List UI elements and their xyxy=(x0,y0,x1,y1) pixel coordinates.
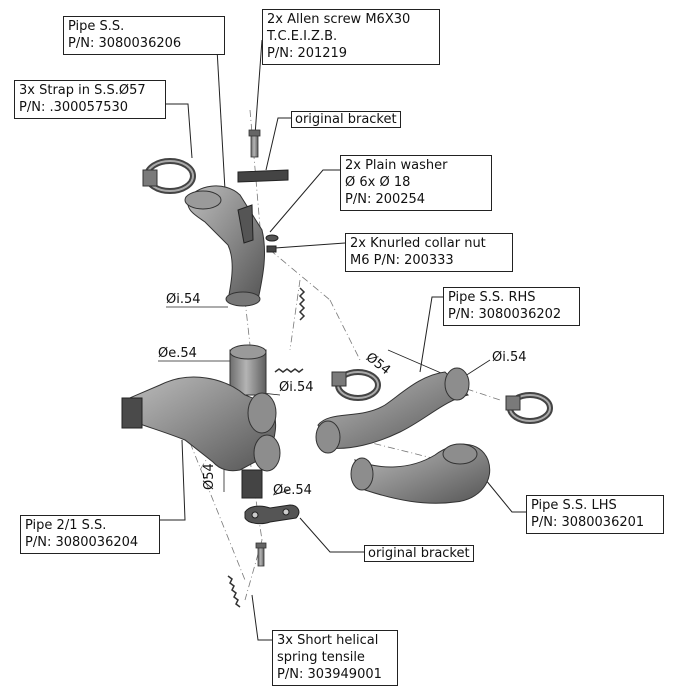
leader-pipe-21 xyxy=(158,439,186,521)
pipe-lhs-part xyxy=(350,443,491,504)
callout-line: 3x Short helical xyxy=(277,633,379,648)
leader-washer xyxy=(269,169,340,233)
leader-strap xyxy=(165,103,193,159)
callout-line: 3x Strap in S.S.Ø57 xyxy=(19,83,146,98)
callout-line: 2x Allen screw M6X30 xyxy=(267,12,411,27)
callout-knurled-nut: 2x Knurled collar nut M6 P/N: 200333 xyxy=(345,233,513,272)
strap-clamp-top xyxy=(142,158,196,194)
callout-allen-screw: 2x Allen screw M6X30 T.C.E.I.Z.B. P/N: 2… xyxy=(262,9,440,65)
callout-pipe-ss: Pipe S.S. P/N: 3080036206 xyxy=(63,16,225,55)
callout-line: P/N: 3080036206 xyxy=(68,36,182,51)
callout-line: P/N: 303949001 xyxy=(277,667,382,682)
original-bracket-bottom-part xyxy=(244,504,300,525)
callout-line: spring tensile xyxy=(277,650,365,665)
dimension-di54-mid: Øi.54 xyxy=(279,380,314,395)
pipe-rhs-part xyxy=(315,367,470,454)
callout-line: Pipe S.S. RHS xyxy=(448,290,536,305)
strap-clamp-right xyxy=(505,392,553,424)
dimension-di54-top: Øi.54 xyxy=(166,292,201,307)
dimension-d54-vertical: Ø54 xyxy=(202,463,217,490)
dimension-de54-mid: Øe.54 xyxy=(158,346,197,361)
callout-pipe-2-1: Pipe 2/1 S.S. P/N: 3080036204 xyxy=(20,515,160,554)
allen-screw-bottom xyxy=(255,542,267,567)
washer-nut-parts xyxy=(265,234,279,253)
callout-line: Pipe S.S. LHS xyxy=(531,498,617,513)
callout-original-bracket-bottom: original bracket xyxy=(364,545,474,562)
pipe-ss-part xyxy=(184,185,266,307)
callout-line: P/N: .300057530 xyxy=(19,100,129,115)
callout-line: M6 P/N: 200333 xyxy=(350,253,454,268)
callout-line: Pipe S.S. xyxy=(68,19,125,34)
leader-knurled-nut xyxy=(274,242,346,249)
leader-bracket-top xyxy=(265,117,291,171)
callout-line: P/N: 200254 xyxy=(345,192,426,207)
spring-upper xyxy=(298,287,306,321)
leader-pipe-ss xyxy=(216,48,226,191)
original-bracket-top-part xyxy=(237,169,289,183)
callout-pipe-lhs: Pipe S.S. LHS P/N: 3080036201 xyxy=(526,495,664,534)
callout-strap: 3x Strap in S.S.Ø57 P/N: .300057530 xyxy=(14,80,166,119)
leader-spring xyxy=(251,594,272,641)
callout-line: P/N: 3080036202 xyxy=(448,307,562,322)
callout-line: P/N: 3080036201 xyxy=(531,515,645,530)
callout-line: Ø 6x Ø 18 xyxy=(345,175,411,190)
callout-spring: 3x Short helical spring tensile P/N: 303… xyxy=(272,630,398,686)
callout-line: P/N: 201219 xyxy=(267,46,348,61)
leader-pipe-rhs xyxy=(419,296,443,373)
leader-pipe-lhs xyxy=(475,467,526,513)
leader-allen-screw xyxy=(254,39,263,136)
callout-original-bracket-top: original bracket xyxy=(291,111,401,128)
callout-line: T.C.E.I.Z.B. xyxy=(267,29,338,44)
strap-clamp-mid xyxy=(331,369,381,401)
callout-pipe-rhs: Pipe S.S. RHS P/N: 3080036202 xyxy=(443,287,580,326)
spring-mid xyxy=(274,368,304,373)
callout-line: 2x Plain washer xyxy=(345,158,448,173)
spring-bottom xyxy=(227,575,241,608)
callout-line: Pipe 2/1 S.S. xyxy=(25,518,107,533)
dimension-de54-bottom: Øe.54 xyxy=(273,483,312,498)
allen-screw-top xyxy=(248,129,261,158)
callout-line: P/N: 3080036204 xyxy=(25,535,139,550)
callout-line: 2x Knurled collar nut xyxy=(350,236,486,251)
leader-bracket-bottom xyxy=(299,517,364,553)
callout-plain-washer: 2x Plain washer Ø 6x Ø 18 P/N: 200254 xyxy=(340,155,492,211)
leader-lines xyxy=(158,39,526,641)
pipe-2-1-part xyxy=(121,344,281,499)
dimension-di54-right: Øi.54 xyxy=(492,350,527,365)
